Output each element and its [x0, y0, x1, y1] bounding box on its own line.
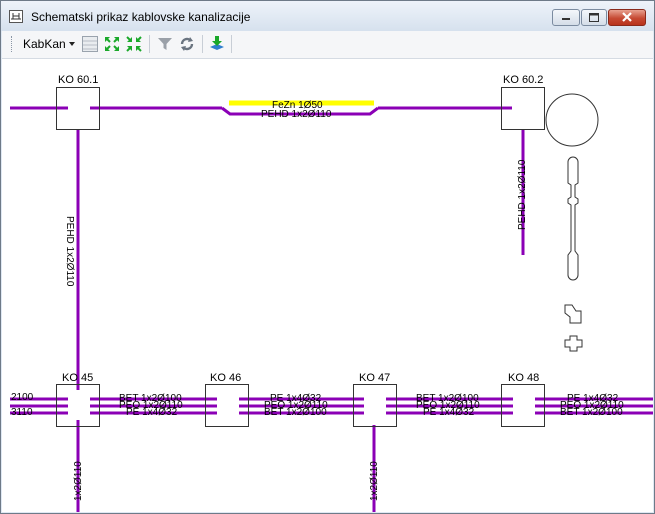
pehd-top-label: PEHD 1x2Ø110 — [261, 109, 332, 120]
toolbar-separator — [202, 35, 203, 53]
cable-duct-symbol — [567, 156, 579, 281]
segment-label: PEO 1x2Ø110 — [119, 400, 183, 411]
cable-network — [10, 93, 653, 512]
segment-label: PEO 1x2Ø110 — [416, 400, 480, 411]
splice-symbol — [564, 304, 582, 324]
box-gap — [217, 390, 239, 420]
box-gap — [364, 390, 386, 420]
toolbar-grip[interactable] — [11, 36, 14, 52]
maximize-button[interactable] — [581, 9, 607, 26]
close-icon — [622, 12, 632, 22]
node-box-ko46[interactable] — [205, 384, 249, 427]
fezn-label: FeZn 1Ø50 — [272, 100, 323, 111]
chevron-down-icon[interactable] — [69, 42, 75, 46]
node-label-ko601: KO 60.1 — [58, 74, 99, 86]
zoom-fit-icon[interactable] — [125, 35, 143, 53]
node-box-ko48[interactable] — [501, 384, 545, 427]
schematic-canvas[interactable]: KO 60.1 KO 60.2 KO 45 KO 46 KO 47 KO 48 … — [2, 59, 653, 512]
maximize-icon — [589, 13, 599, 22]
segment-label: BET 1x2Ø100 — [264, 407, 327, 418]
node-label-ko47: KO 47 — [359, 372, 391, 384]
toolbar: KabKan — [2, 31, 653, 59]
node-box-ko602[interactable] — [501, 87, 545, 130]
segment-label: BET 1x2Ø100 — [560, 407, 623, 418]
table-icon[interactable] — [81, 35, 99, 53]
node-label-ko45: KO 45 — [62, 372, 94, 384]
pehd-vertical-right-label: PEHD 1x2Ø110 — [517, 159, 528, 230]
node-label-ko46: KO 46 — [210, 372, 242, 384]
close-button[interactable] — [608, 9, 646, 26]
box-gap — [512, 99, 534, 117]
toolbar-separator — [149, 35, 150, 53]
minimize-icon — [562, 18, 570, 20]
node-label-ko602: KO 60.2 — [503, 74, 544, 86]
kabkan-dropdown[interactable]: KabKan — [23, 37, 66, 51]
bottom-left-vertical-label: 1x2Ø110 — [73, 461, 84, 501]
manhole-circle-symbol — [545, 93, 599, 147]
box-gap — [68, 390, 90, 420]
node-box-ko47[interactable] — [353, 384, 397, 427]
node-box-ko45[interactable] — [56, 384, 100, 427]
segment-label: PE 1x4Ø32 — [270, 393, 322, 404]
box-gap — [513, 390, 535, 420]
segment-label: BET 1x2Ø100 — [416, 393, 479, 404]
minimize-button[interactable] — [552, 9, 580, 26]
title-bar[interactable]: Schematski prikaz kablovske kanalizacije — [1, 1, 654, 31]
box-gap — [68, 99, 90, 117]
pehd-vertical-left-label: PEHD 1x2Ø110 — [64, 216, 75, 287]
left-edge-label: 2100 — [11, 392, 34, 403]
left-edge-label: 3110 — [11, 407, 33, 418]
zoom-extents-icon[interactable] — [103, 35, 121, 53]
cable-line — [221, 106, 379, 116]
cross-symbol — [564, 335, 583, 352]
segment-label: PE 1x4Ø32 — [567, 393, 619, 404]
segment-label: PE 1x4Ø32 — [126, 407, 178, 418]
segment-label: PEO 1x2Ø110 — [264, 400, 328, 411]
segment-label: PE 1x4Ø32 — [423, 407, 475, 418]
segment-label: PEO 1x2Ø110 — [560, 400, 624, 411]
node-label-ko48: KO 48 — [508, 372, 540, 384]
app-icon — [9, 10, 23, 23]
export-icon[interactable] — [208, 35, 226, 53]
window-title: Schematski prikaz kablovske kanalizacije — [31, 10, 251, 24]
bottom-mid-vertical-label: 1x2Ø110 — [369, 461, 380, 501]
filter-icon[interactable] — [156, 35, 174, 53]
refresh-icon[interactable] — [178, 35, 196, 53]
toolbar-separator — [231, 35, 232, 53]
segment-label: BET 1x2Ø100 — [119, 393, 182, 404]
node-box-ko601[interactable] — [56, 87, 100, 130]
